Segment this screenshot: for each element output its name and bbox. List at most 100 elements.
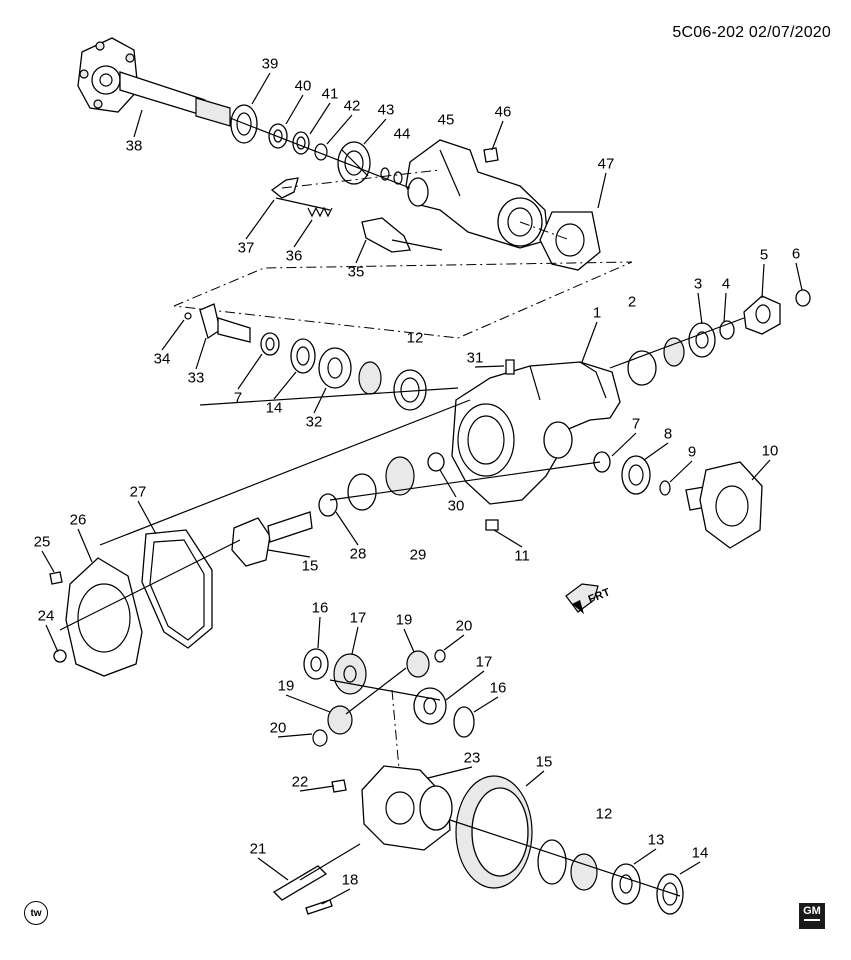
- bearing-cup-12-upper[interactable]: [358, 361, 427, 411]
- rear-cover-26[interactable]: [65, 557, 143, 677]
- bolt-22[interactable]: [331, 779, 347, 793]
- callout-45[interactable]: 45: [437, 111, 455, 129]
- callout-47[interactable]: 47: [597, 155, 615, 173]
- ring-34[interactable]: [184, 312, 192, 320]
- callout-18[interactable]: 18: [341, 871, 359, 889]
- disconnect-housing-45[interactable]: [405, 139, 549, 249]
- callout-31[interactable]: 31: [466, 349, 484, 367]
- callout-33[interactable]: 33: [187, 369, 205, 387]
- output-shaft-10[interactable]: [685, 461, 763, 549]
- callout-35[interactable]: 35: [347, 263, 365, 281]
- callout-34[interactable]: 34: [153, 350, 171, 368]
- bearing-2[interactable]: [627, 337, 685, 386]
- seal-8[interactable]: [621, 455, 651, 495]
- callout-30[interactable]: 30: [447, 497, 465, 515]
- callout-12[interactable]: 12: [406, 329, 424, 347]
- bolt-25[interactable]: [49, 571, 63, 585]
- callout-12[interactable]: 12: [595, 805, 613, 823]
- washer-20-upper[interactable]: [434, 649, 446, 663]
- bearing-40[interactable]: [268, 123, 288, 149]
- callout-4[interactable]: 4: [721, 275, 731, 293]
- shim-28[interactable]: [318, 493, 338, 517]
- callout-22[interactable]: 22: [291, 773, 309, 791]
- callout-24[interactable]: 24: [37, 607, 55, 625]
- callout-19[interactable]: 19: [277, 677, 295, 695]
- nut-6[interactable]: [795, 289, 811, 307]
- callout-23[interactable]: 23: [463, 749, 481, 767]
- side-gear-17-left[interactable]: [333, 653, 367, 695]
- yoke-5[interactable]: [743, 295, 781, 335]
- callout-28[interactable]: 28: [349, 545, 367, 563]
- callout-38[interactable]: 38: [125, 137, 143, 155]
- callout-17[interactable]: 17: [475, 653, 493, 671]
- plug-24[interactable]: [53, 649, 67, 663]
- callout-14[interactable]: 14: [691, 844, 709, 862]
- axle-shaft-38[interactable]: [77, 37, 231, 127]
- shim-14-right[interactable]: [656, 873, 684, 915]
- gasket-27[interactable]: [141, 529, 213, 649]
- washer-20-lower[interactable]: [312, 729, 328, 747]
- seal-30[interactable]: [427, 452, 445, 472]
- callout-17[interactable]: 17: [349, 609, 367, 627]
- gasket-47[interactable]: [539, 211, 601, 271]
- bearing-3[interactable]: [688, 322, 716, 358]
- callout-29[interactable]: 29: [409, 546, 427, 564]
- callout-2[interactable]: 2: [627, 293, 637, 311]
- pinion-gear-19-upper[interactable]: [406, 650, 430, 678]
- callout-11[interactable]: 11: [514, 547, 530, 565]
- callout-43[interactable]: 43: [377, 101, 395, 119]
- callout-21[interactable]: 21: [249, 840, 267, 858]
- callout-44[interactable]: 44: [393, 125, 411, 143]
- callout-10[interactable]: 10: [761, 442, 779, 460]
- callout-15[interactable]: 15: [535, 753, 553, 771]
- callout-26[interactable]: 26: [69, 511, 87, 529]
- callout-16[interactable]: 16: [311, 599, 329, 617]
- callout-1[interactable]: 1: [592, 304, 602, 322]
- ring-9[interactable]: [659, 480, 671, 496]
- callout-32[interactable]: 32: [305, 413, 323, 431]
- bolt-46[interactable]: [483, 147, 499, 163]
- differential-case-23[interactable]: [361, 765, 453, 851]
- gear-shaft-35[interactable]: [361, 217, 443, 253]
- bearing-13[interactable]: [611, 863, 641, 905]
- callout-13[interactable]: 13: [647, 831, 665, 849]
- lock-pin-18[interactable]: [305, 899, 333, 915]
- plug-11[interactable]: [485, 519, 499, 531]
- pinion-33[interactable]: [199, 303, 251, 343]
- callout-37[interactable]: 37: [237, 239, 255, 257]
- shift-fork-37[interactable]: [270, 177, 331, 211]
- ring-gear-15-lower[interactable]: [455, 775, 533, 889]
- washer-16-left[interactable]: [303, 648, 329, 680]
- drive-pinion-15-upper[interactable]: [231, 511, 313, 567]
- bearing-29[interactable]: [347, 456, 415, 511]
- washers-44[interactable]: [380, 167, 403, 185]
- callout-41[interactable]: 41: [321, 85, 339, 103]
- vent-31[interactable]: [505, 359, 515, 375]
- callout-6[interactable]: 6: [791, 245, 801, 263]
- callout-25[interactable]: 25: [33, 533, 51, 551]
- callout-27[interactable]: 27: [129, 483, 147, 501]
- spring-36[interactable]: [307, 206, 333, 218]
- washer-16-right[interactable]: [453, 706, 475, 738]
- callout-36[interactable]: 36: [285, 247, 303, 265]
- seal-4[interactable]: [719, 320, 735, 340]
- callout-7[interactable]: 7: [233, 389, 243, 407]
- callout-42[interactable]: 42: [343, 97, 361, 115]
- callout-19[interactable]: 19: [395, 611, 413, 629]
- side-gear-17-right[interactable]: [413, 687, 447, 725]
- callout-8[interactable]: 8: [663, 425, 673, 443]
- callout-14[interactable]: 14: [265, 399, 283, 417]
- bearing-7-right[interactable]: [593, 451, 611, 473]
- callout-40[interactable]: 40: [294, 77, 312, 95]
- bearing-7-left[interactable]: [260, 332, 280, 356]
- bearing-cup-12-lower[interactable]: [537, 839, 598, 891]
- callout-9[interactable]: 9: [687, 443, 697, 461]
- shim-14-left[interactable]: [290, 338, 316, 374]
- pinion-shaft-21[interactable]: [272, 865, 328, 901]
- callout-7[interactable]: 7: [631, 415, 641, 433]
- differential-carrier-1[interactable]: [451, 361, 621, 505]
- callout-3[interactable]: 3: [693, 275, 703, 293]
- callout-16[interactable]: 16: [489, 679, 507, 697]
- callout-39[interactable]: 39: [261, 55, 279, 73]
- pinion-gear-19-lower[interactable]: [327, 705, 353, 735]
